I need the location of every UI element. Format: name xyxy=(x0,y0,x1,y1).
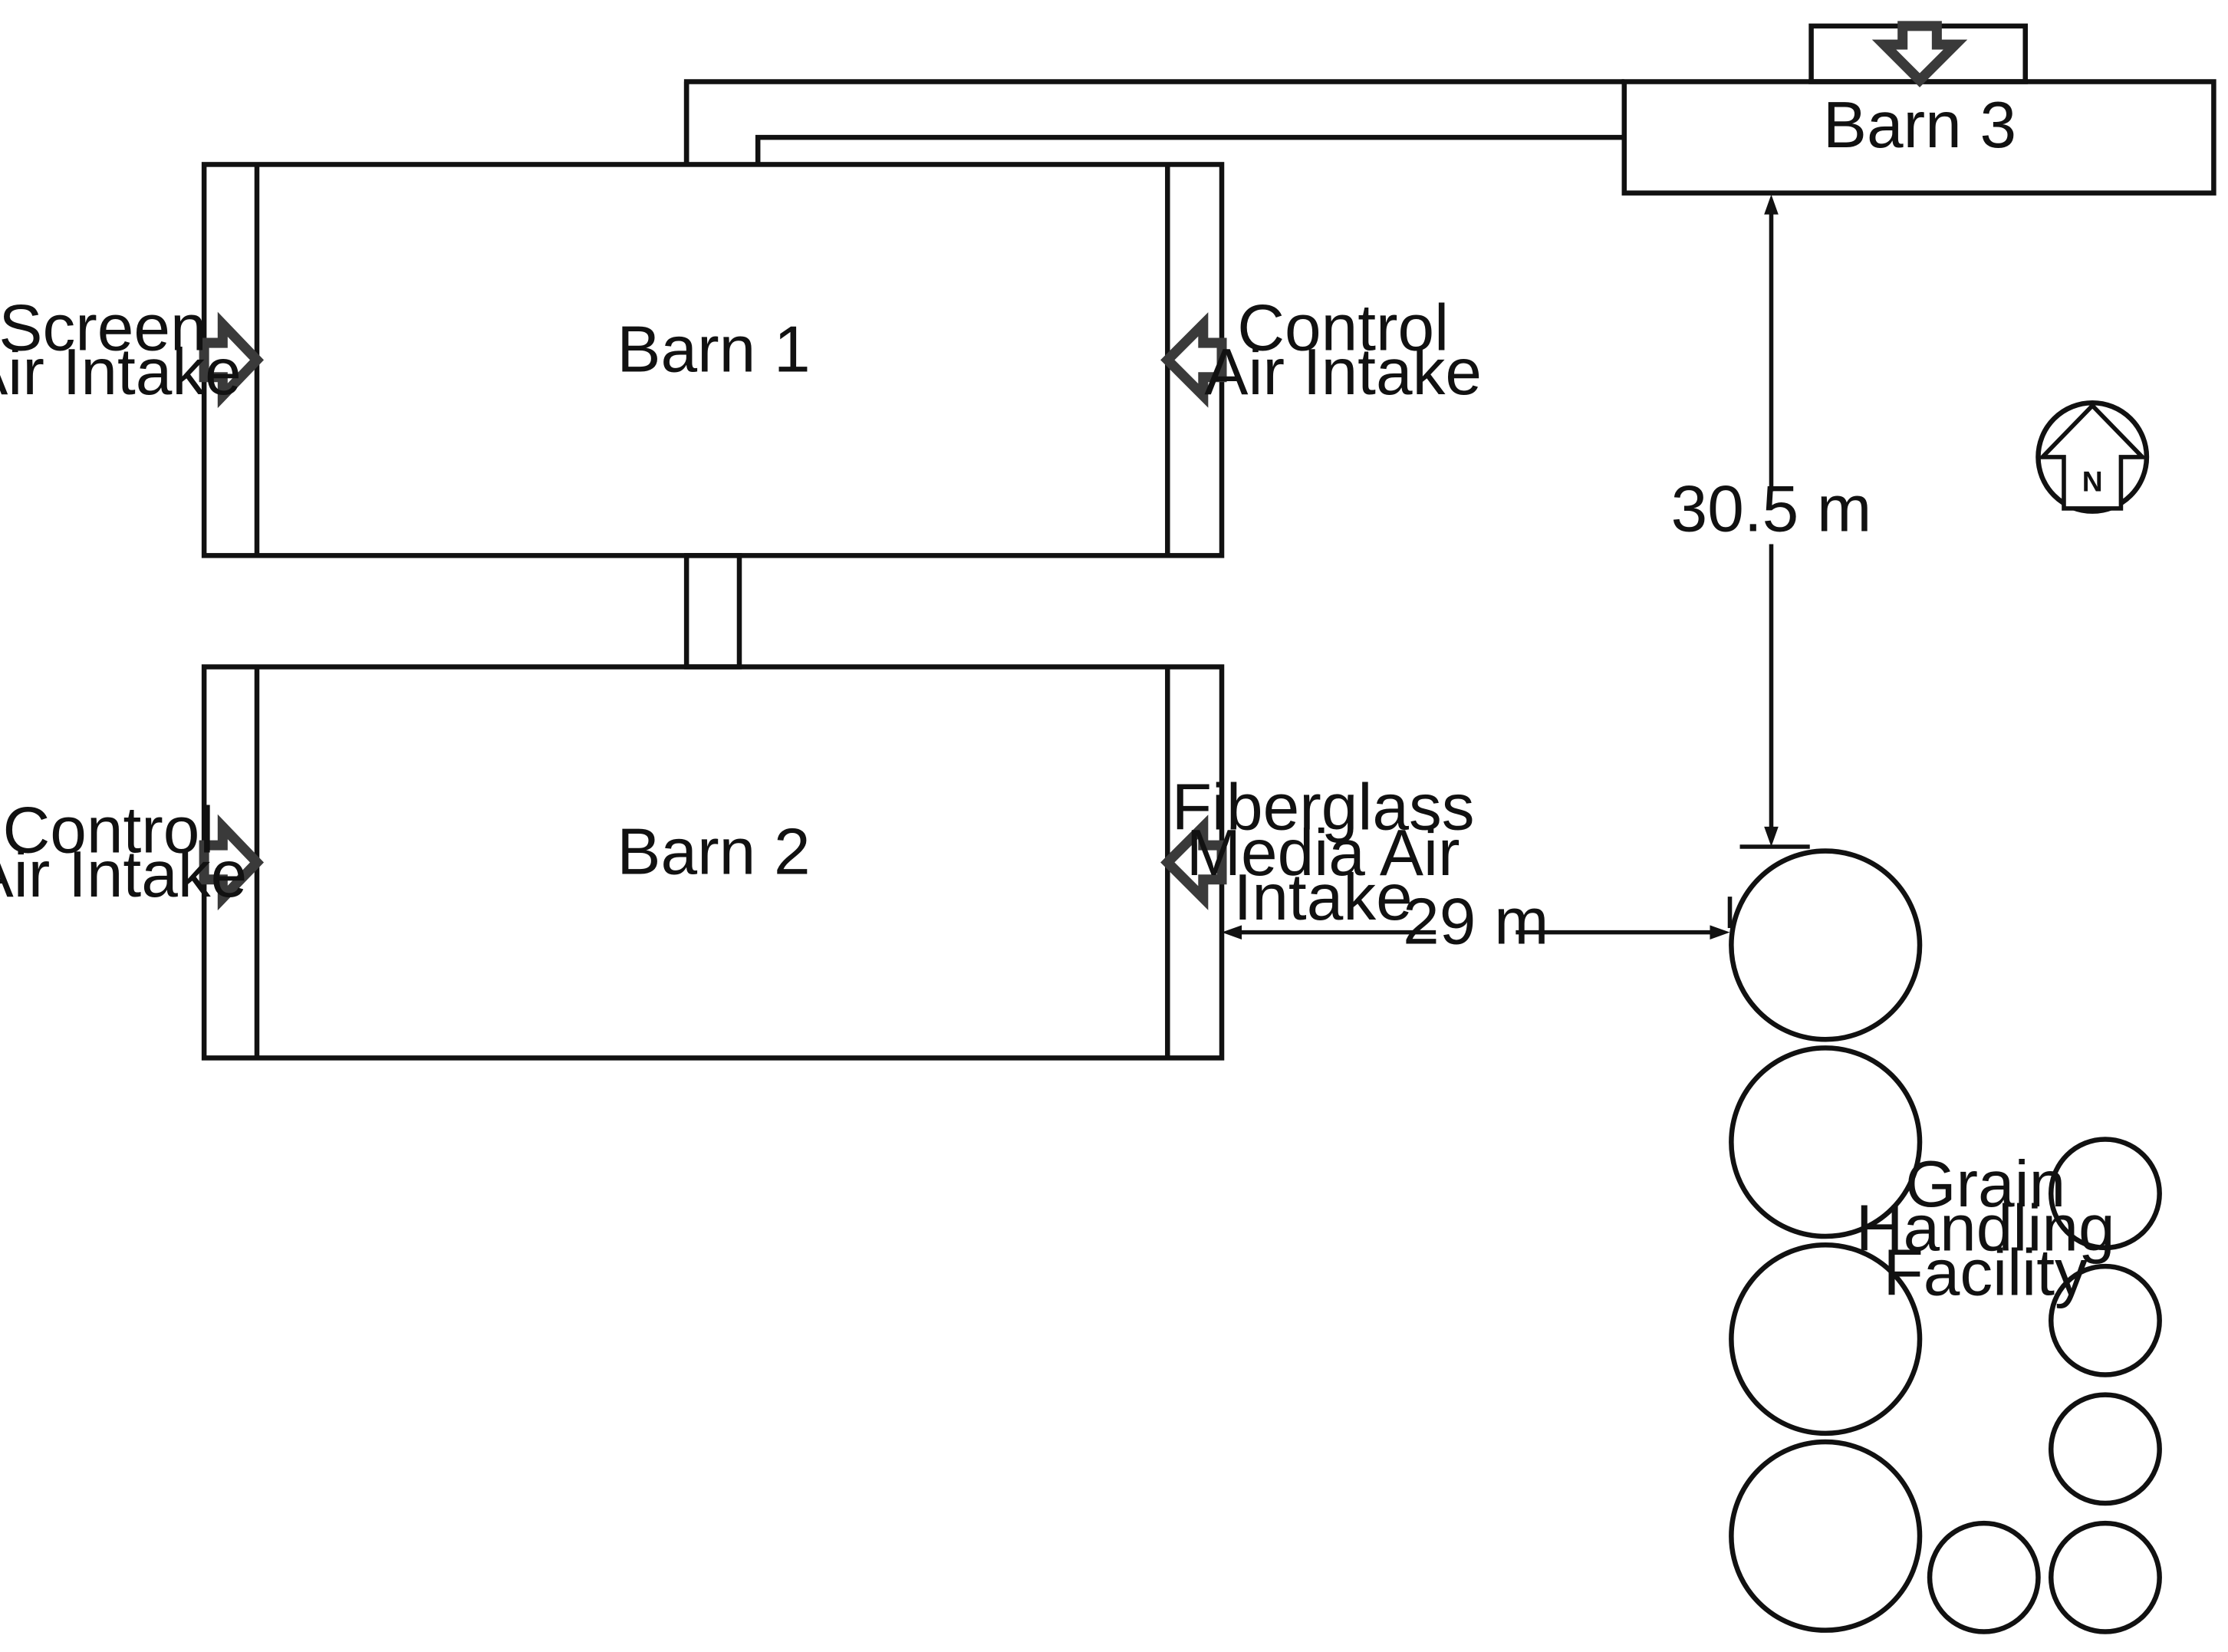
intake-label-line: Air Intake xyxy=(0,838,247,911)
intake-label-line: Screen xyxy=(0,291,207,364)
dimension-barn3-to-grain: 30.5 m xyxy=(1671,194,1872,849)
intake-label-line: Control xyxy=(1237,291,1449,364)
silo-large xyxy=(1729,1439,1923,1633)
dimension-arrowhead-icon xyxy=(1764,826,1779,847)
north-arrow-icon: N xyxy=(2035,400,2150,514)
intake-label-line: Fiberglass xyxy=(1172,772,1475,844)
silo-small xyxy=(2048,1392,2162,1506)
dimension-arrowhead-icon xyxy=(1222,925,1242,940)
grain-label-line: Grain xyxy=(1905,1148,2065,1221)
silo-small xyxy=(1927,1520,2041,1634)
barn-2-fiberglass-intake-arrow-icon xyxy=(1160,814,1227,910)
intake-label-line: Media Air xyxy=(1186,817,1460,890)
barn-1-east-intake-label: Control Air Intake xyxy=(1204,291,1482,409)
silo-small xyxy=(2048,1520,2162,1634)
barn-2-west-intake-label: Control Air Intake xyxy=(0,794,247,911)
barn-2-control-intake-arrow-icon xyxy=(199,814,265,911)
intake-label-line: Control xyxy=(2,794,214,867)
dimension-barn2-to-grain: 29 m xyxy=(1222,886,1733,959)
grain-label-line: Facility xyxy=(1883,1236,2088,1309)
silo-large xyxy=(1729,848,1923,1042)
silo-small xyxy=(2048,1137,2162,1251)
dimension-label-30-5: 30.5 m xyxy=(1671,473,1872,546)
silo-small xyxy=(2048,1263,2162,1377)
intake-label-line: Air Intake xyxy=(0,336,242,409)
barn-1-control-intake-arrow-icon xyxy=(1160,312,1227,408)
barn-1-screen-intake-arrow-icon xyxy=(199,311,265,409)
connector-corridor-barn1-barn2 xyxy=(683,553,742,670)
intake-label-line: Intake xyxy=(1234,861,1413,934)
dimension-arrowhead-icon xyxy=(1764,194,1779,215)
barn-2-label: Barn 2 xyxy=(617,815,810,888)
dimension-label-29: 29 m xyxy=(1403,886,1548,959)
dimension-arrowhead-icon xyxy=(1710,925,1730,940)
silo-large xyxy=(1729,1242,1923,1436)
connector-corridor-barn1-barn3 xyxy=(683,79,1624,165)
grain-label-line: Handling xyxy=(1856,1193,2115,1265)
barn-1-west-intake-label: Screen Air Intake xyxy=(0,291,242,409)
barn-1-label: Barn 1 xyxy=(617,313,810,386)
grain-handling-facility: Grain Handling Facility xyxy=(1729,848,2162,1634)
north-label: N xyxy=(2082,466,2103,498)
barn-3-intake-arrow-icon xyxy=(1871,21,1968,87)
grain-facility-label: Grain Handling Facility xyxy=(1856,1148,2115,1309)
barn-3-label: Barn 3 xyxy=(1823,89,2016,162)
barn-2-east-intake-label: Fiberglass Media Air Intake xyxy=(1172,772,1475,934)
barn-2: Barn 2 xyxy=(201,664,1225,1061)
silo-large xyxy=(1729,1045,1923,1239)
barn-1: Barn 1 xyxy=(201,162,1225,558)
intake-label-line: Air Intake xyxy=(1204,336,1482,409)
